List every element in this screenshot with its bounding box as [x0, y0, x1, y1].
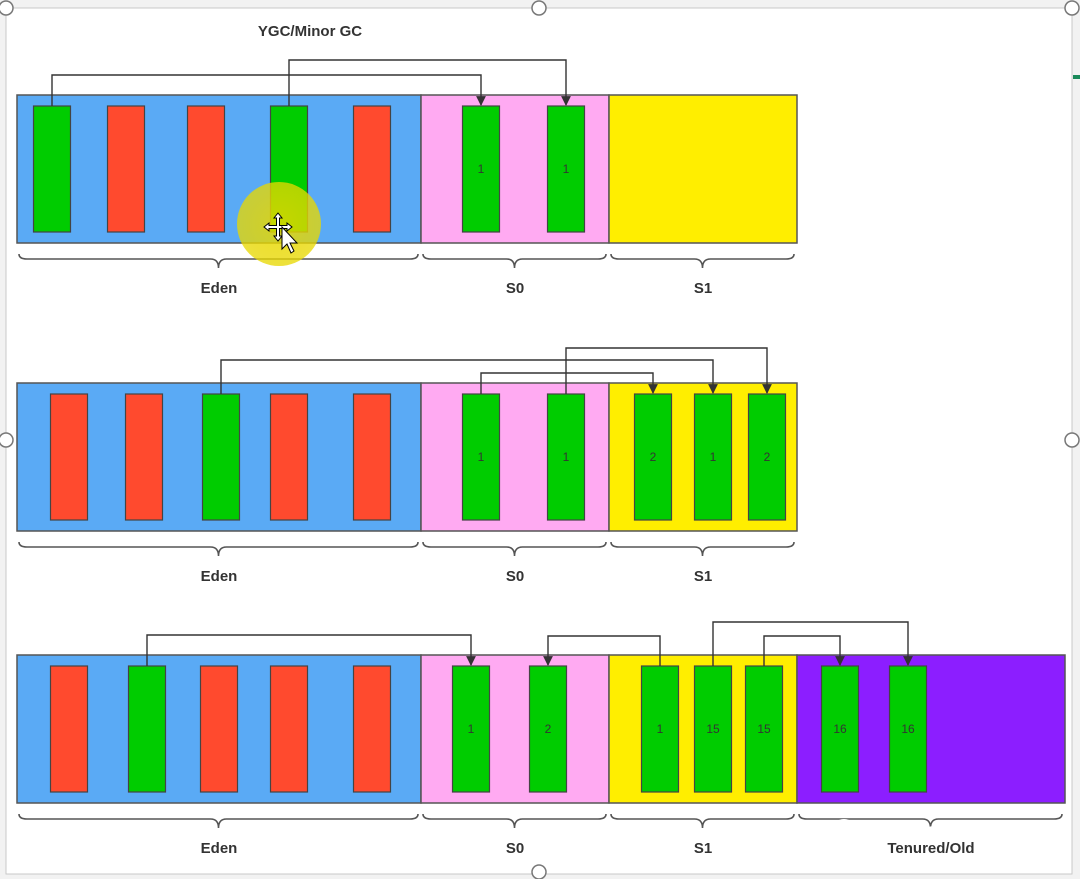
resize-handle-top[interactable] — [531, 0, 547, 16]
object-age-label: 15 — [757, 722, 771, 736]
eden-label: Eden — [201, 568, 238, 585]
move-cursor-icon — [263, 212, 299, 254]
s1-label: S1 — [694, 568, 712, 585]
garbage-object-block — [199, 665, 239, 793]
object-age-label: 2 — [650, 450, 657, 464]
s1-label: S1 — [694, 280, 712, 297]
promotion-arrow — [763, 635, 845, 666]
garbage-object-block — [352, 105, 392, 233]
eden-label: Eden — [201, 840, 238, 857]
wechat-icon — [833, 819, 866, 843]
s1-brace — [610, 253, 795, 269]
eden-label: Eden — [201, 280, 238, 297]
watermark: 阿斌Java之路 — [833, 819, 1006, 843]
survivor-object-block — [528, 665, 568, 793]
resize-handle-left[interactable] — [0, 432, 14, 448]
object-age-label: 1 — [468, 722, 475, 736]
survivor-object-block — [461, 105, 501, 233]
survivor-object-block — [888, 665, 928, 793]
resize-handle-top-left[interactable] — [0, 0, 14, 16]
object-age-label: 1 — [710, 450, 717, 464]
garbage-object-block — [49, 393, 89, 521]
object-age-label: 16 — [901, 722, 915, 736]
s0-brace — [422, 253, 607, 269]
s0-label: S0 — [506, 568, 524, 585]
survivor-object-block — [640, 665, 680, 793]
object-age-label: 1 — [478, 162, 485, 176]
diagram-title: YGC/Minor GC — [258, 23, 362, 40]
survivor-object-block — [820, 665, 860, 793]
s1-label: S1 — [694, 840, 712, 857]
resize-handle-right[interactable] — [1064, 432, 1080, 448]
garbage-object-block — [352, 665, 392, 793]
object-age-label: 15 — [706, 722, 720, 736]
live-object-block — [127, 665, 167, 793]
object-age-label: 1 — [478, 450, 485, 464]
eden-brace — [18, 541, 419, 557]
promotion-arrow — [220, 359, 718, 394]
survivor-object-block — [546, 105, 586, 233]
survivor-object-block — [747, 393, 787, 521]
promotion-arrow — [51, 74, 486, 106]
garbage-object-block — [106, 105, 146, 233]
old-brace — [798, 813, 1063, 829]
survivor-object-block — [633, 393, 673, 521]
live-object-block — [32, 105, 72, 233]
eden-brace — [18, 253, 419, 269]
promotion-arrow — [288, 59, 571, 106]
object-age-label: 1 — [657, 722, 664, 736]
watermark-text: 阿斌Java之路 — [878, 819, 1006, 843]
s0-brace — [422, 813, 607, 829]
eden-brace — [18, 813, 419, 829]
garbage-object-block — [186, 105, 226, 233]
promotion-arrow — [543, 635, 661, 666]
promotion-arrow — [712, 621, 913, 666]
s1-brace — [610, 813, 795, 829]
promotion-arrow — [146, 634, 476, 666]
s0-region — [420, 654, 610, 804]
garbage-object-block — [269, 393, 309, 521]
garbage-object-block — [49, 665, 89, 793]
cursor-highlight — [237, 182, 321, 266]
s1-brace — [610, 541, 795, 557]
edge-marker — [1073, 75, 1080, 79]
promotion-arrow — [480, 372, 658, 394]
survivor-object-block — [461, 393, 501, 521]
object-age-label: 1 — [563, 450, 570, 464]
survivor-object-block — [451, 665, 491, 793]
s0-brace — [422, 541, 607, 557]
s1-region — [608, 94, 798, 244]
garbage-object-block — [269, 665, 309, 793]
promotion-arrow — [565, 347, 772, 394]
garbage-object-block — [124, 393, 164, 521]
garbage-object-block — [352, 393, 392, 521]
live-object-block — [201, 393, 241, 521]
s0-label: S0 — [506, 840, 524, 857]
object-age-label: 2 — [545, 722, 552, 736]
survivor-object-block — [693, 393, 733, 521]
object-age-label: 1 — [563, 162, 570, 176]
resize-handle-bottom[interactable] — [531, 864, 547, 879]
object-age-label: 16 — [833, 722, 847, 736]
resize-handle-top-right[interactable] — [1064, 0, 1080, 16]
object-age-label: 2 — [764, 450, 771, 464]
s0-label: S0 — [506, 280, 524, 297]
old-label: Tenured/Old — [887, 840, 974, 857]
